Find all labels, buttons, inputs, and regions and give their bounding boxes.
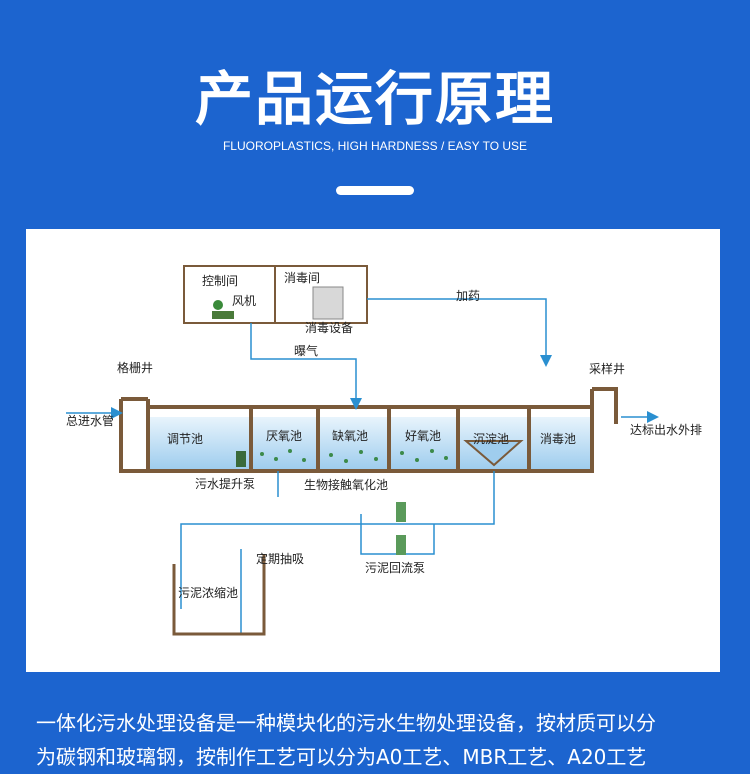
return-pump-icon-2 — [396, 535, 406, 555]
sludge-thickener-tank — [172, 554, 266, 636]
description-line-2: 为碳钢和玻璃钢，按制作工艺可以分为A0工艺、MBR工艺、A20工艺 — [36, 745, 647, 769]
process-diagram-panel: 控制间 风机 消毒间 消毒设备 加药 曝气 格栅井 采样井 总进水管 达标出水外… — [26, 229, 720, 672]
label-main-inlet: 总进水管 — [66, 413, 114, 428]
equalization-water — [150, 417, 249, 469]
pipework — [66, 298, 659, 634]
description-line-1: 一体化污水处理设备是一种模块化的污水生物处理设备，按材质可以分 — [36, 711, 656, 735]
disinfection-equipment-box — [312, 286, 344, 320]
label-anoxic-tank: 缺氧池 — [332, 428, 368, 443]
return-pump-icon — [396, 502, 406, 522]
aerobic-water — [391, 417, 456, 469]
tank-structure — [119, 387, 618, 473]
settling-hopper — [463, 440, 524, 467]
process-diagram: 控制间 风机 消毒间 消毒设备 加药 曝气 格栅井 采样井 总进水管 达标出水外… — [66, 265, 702, 636]
label-disinfection-tank: 消毒池 — [540, 432, 576, 446]
label-discharge: 达标出水外排 — [630, 423, 702, 437]
label-sludge-thickener: 污泥浓缩池 — [178, 585, 238, 600]
blower-icon — [212, 300, 234, 319]
label-periodic-suction: 定期抽吸 — [256, 551, 304, 566]
label-lift-pump: 污水提升泵 — [195, 476, 255, 491]
label-control-room: 控制间 — [202, 274, 238, 288]
disinfection-water — [531, 417, 590, 469]
page-title: 产品运行原理 — [194, 65, 555, 133]
anaerobic-water — [253, 417, 316, 469]
label-equalization-tank: 调节池 — [167, 432, 203, 446]
title-divider — [336, 186, 414, 195]
anoxic-water — [320, 417, 387, 469]
label-aeration: 曝气 — [294, 343, 318, 358]
label-sludge-return-pump: 污泥回流泵 — [365, 561, 425, 575]
aeration-bubbles — [260, 449, 448, 463]
label-blower: 风机 — [232, 294, 256, 308]
label-anaerobic-tank: 厌氧池 — [266, 429, 302, 443]
label-dosing: 加药 — [456, 289, 480, 303]
lift-pump-icon — [236, 451, 246, 467]
label-settling-tank: 沉淀池 — [473, 432, 509, 446]
label-disinfection-room: 消毒间 — [284, 271, 320, 285]
description-text: 一体化污水处理设备是一种模块化的污水生物处理设备，按材质可以分 为碳钢和玻璃钢，… — [36, 706, 736, 774]
page-subtitle: FLUOROPLASTICS, HIGH HARDNESS / EASY TO … — [222, 139, 528, 153]
label-grille-well: 格栅井 — [117, 360, 153, 375]
label-sampling-well: 采样井 — [589, 361, 625, 376]
label-disinfection-equipment: 消毒设备 — [305, 321, 353, 335]
label-biocontact: 生物接触氧化池 — [304, 477, 388, 492]
label-aerobic-tank: 好氧池 — [405, 429, 441, 443]
